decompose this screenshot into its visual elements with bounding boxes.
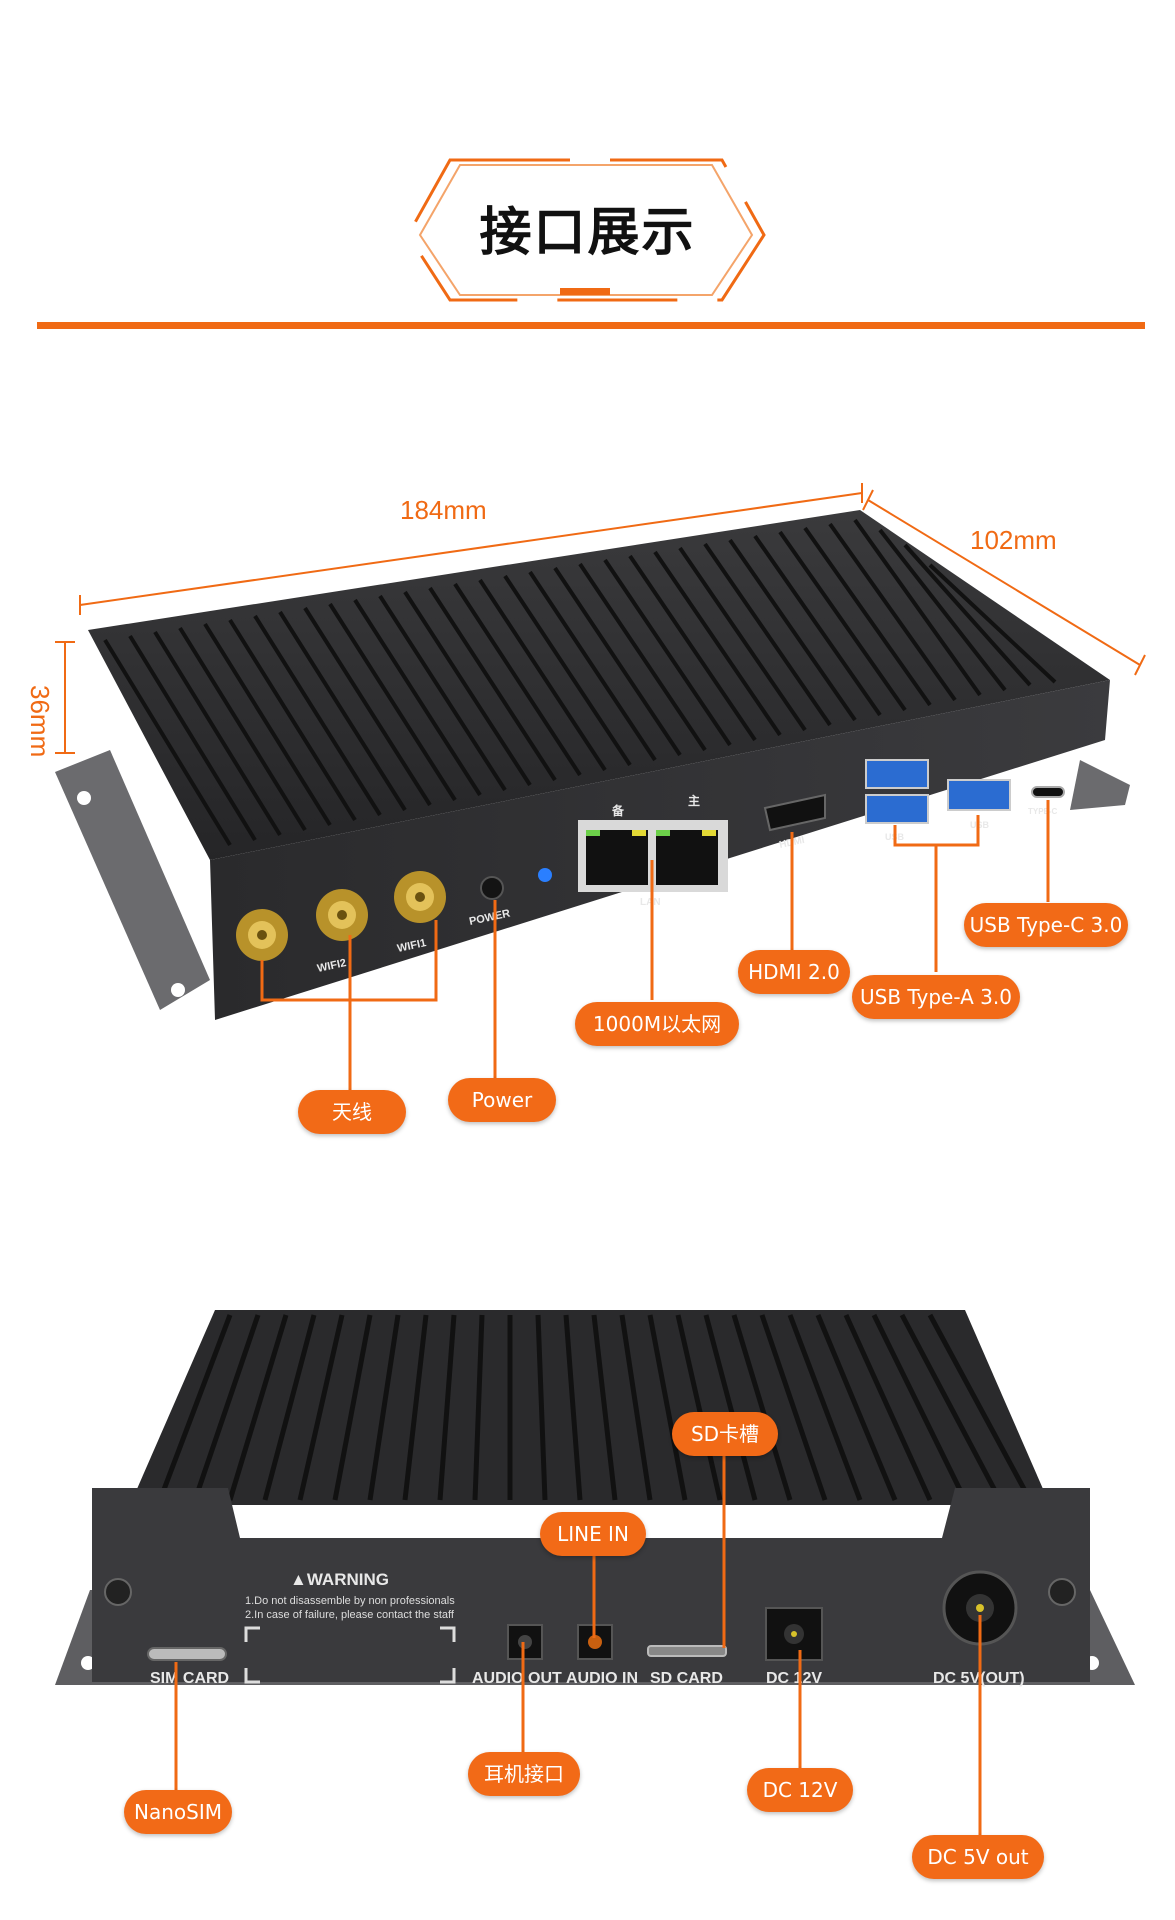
hdmi-port-shape	[763, 793, 826, 832]
sd-port-label: SD CARD	[650, 1670, 723, 1687]
usb-port-1	[865, 759, 929, 789]
warning-line-2: 2.In case of failure, please contact the…	[245, 1609, 455, 1621]
callout-power: Power	[448, 1078, 556, 1122]
page-title: 接口展示	[479, 203, 696, 263]
dc12-port-label: DC 12V	[766, 1670, 822, 1687]
left-mount-flange	[55, 750, 210, 1010]
typec-port-label: TYPE-C	[1028, 807, 1058, 816]
wifi2-label: WIFI2	[316, 957, 347, 975]
sim-slot-shape	[147, 1647, 227, 1661]
typec-port-shape	[1031, 786, 1065, 798]
audio-out-label: AUDIO OUT	[472, 1670, 562, 1687]
lan-backup-label: 备	[611, 803, 625, 818]
title-frame-decoration	[406, 158, 766, 302]
status-led	[538, 868, 552, 882]
rear-panel	[92, 1488, 1090, 1682]
width-dimension: 102mm	[970, 525, 1057, 555]
lan-port-label: LAN	[640, 897, 661, 908]
callout-usb-a: USB Type-A 3.0	[852, 975, 1020, 1019]
sim-port-label: SIM CARD	[150, 1670, 229, 1687]
wifi-antenna-connectors	[236, 871, 446, 961]
rear-callout-lines	[174, 1445, 982, 1835]
lan-main-label: 主	[688, 793, 700, 808]
callout-earphone: 耳机接口	[468, 1752, 580, 1796]
sd-slot-shape	[647, 1645, 727, 1657]
right-mount-flange	[1070, 760, 1130, 810]
usb-label-2: USB	[970, 820, 990, 830]
rear-device-illustration: ▲WARNING 1.Do not disassemble by non pro…	[55, 1310, 1135, 1835]
callout-dc5: DC 5V out	[912, 1835, 1044, 1879]
front-callout-lines	[260, 800, 1050, 1090]
warning-line-1: 1.Do not disassemble by non professional…	[245, 1595, 455, 1607]
rear-top-heatsink	[130, 1310, 1050, 1505]
audio-in-label: AUDIO IN	[566, 1670, 638, 1687]
callout-sd-slot: SD卡槽	[672, 1412, 778, 1456]
warning-title: ▲WARNING	[290, 1570, 389, 1589]
callout-usb-c: USB Type-C 3.0	[964, 903, 1128, 947]
screw-left	[104, 1578, 132, 1606]
screw-right	[1048, 1578, 1076, 1606]
front-view: WIFI2 WIFI1 POWER 备 主 LAN HDMI USB USB T…	[0, 340, 1175, 1160]
callout-nanosim: NanoSIM	[124, 1790, 232, 1834]
height-dimension: 36mm	[25, 685, 55, 758]
header: 接口展示	[0, 0, 1175, 340]
callout-ethernet: 1000M以太网	[575, 1002, 739, 1046]
power-button-shape	[480, 876, 504, 900]
usb-port-2	[865, 794, 929, 824]
callout-hdmi: HDMI 2.0	[738, 950, 850, 994]
length-dimension: 184mm	[400, 495, 487, 525]
callout-line-in: LINE IN	[540, 1512, 646, 1556]
dimension-lines	[55, 483, 1146, 754]
callout-dc12: DC 12V	[747, 1768, 853, 1812]
rear-heatsink-fins	[157, 1313, 1033, 1502]
usb-port-3	[947, 779, 1011, 811]
header-divider	[37, 322, 1145, 329]
rear-view: ▲WARNING 1.Do not disassemble by non pro…	[0, 1270, 1175, 1920]
label-area-brackets	[244, 1626, 456, 1684]
front-device-illustration: WIFI2 WIFI1 POWER 备 主 LAN HDMI USB USB T…	[55, 483, 1146, 1090]
wifi1-label: WIFI1	[396, 937, 427, 955]
heatsink-fins	[103, 518, 1057, 847]
callout-antenna: 天线	[298, 1090, 406, 1134]
